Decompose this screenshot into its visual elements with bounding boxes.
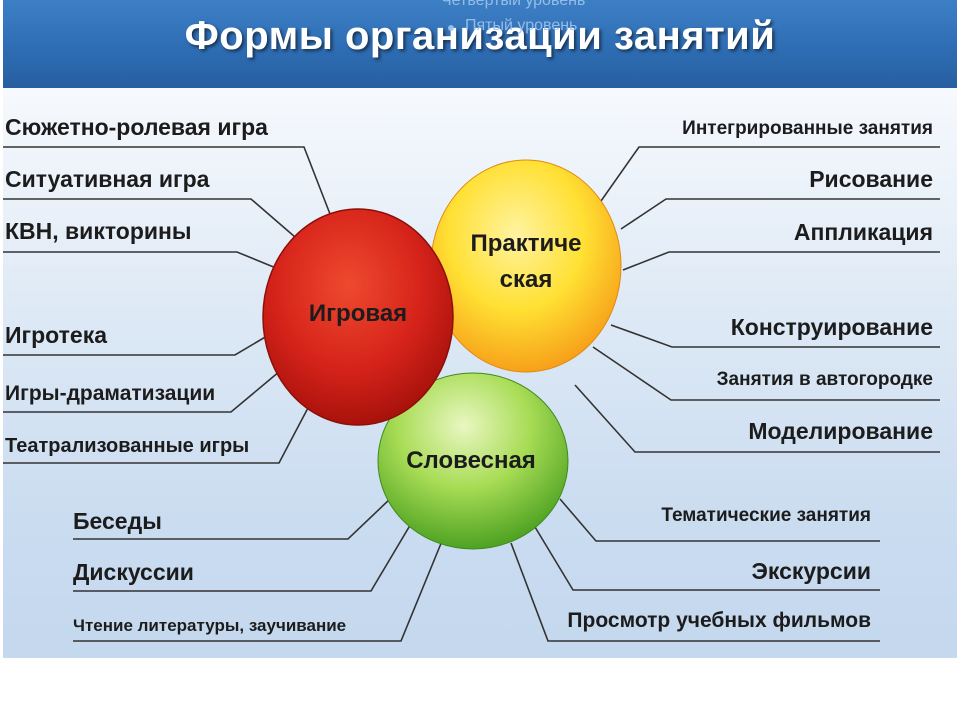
left-item: Театрализованные игры bbox=[5, 435, 250, 457]
circle-verbal bbox=[377, 372, 569, 550]
circle-game bbox=[262, 208, 454, 426]
slide: Формы организации занятий bbox=[3, 0, 957, 658]
connector-line bbox=[3, 335, 268, 356]
connector-line bbox=[73, 540, 443, 642]
bottom-right-item: Просмотр учебных фильмов bbox=[567, 609, 871, 632]
circle-label-verbal: Словесная bbox=[406, 447, 536, 474]
connector-line bbox=[3, 405, 310, 464]
right-item: Занятия в автогородке bbox=[716, 369, 933, 390]
connector-line bbox=[3, 365, 287, 413]
placeholder-text-level-5: Пятый уровень bbox=[465, 17, 578, 34]
connector-line bbox=[73, 497, 392, 540]
right-item: Интегрированные занятия bbox=[682, 118, 933, 139]
connector-line bbox=[622, 251, 940, 271]
connector-line bbox=[620, 198, 940, 230]
connector-line bbox=[3, 251, 277, 269]
bottom-left-item: Беседы bbox=[73, 508, 162, 534]
left-item: Игротека bbox=[5, 322, 107, 348]
connector-line bbox=[3, 198, 296, 238]
left-item: КВН, викторины bbox=[5, 218, 192, 244]
connector-line bbox=[600, 146, 940, 202]
connector-line bbox=[610, 324, 940, 348]
right-item: Моделирование bbox=[748, 418, 933, 444]
connector-line bbox=[574, 384, 940, 453]
right-item: Рисование bbox=[809, 166, 933, 192]
bottom-right-item: Тематические занятия bbox=[661, 505, 871, 526]
left-item: Ситуативная игра bbox=[5, 166, 210, 192]
circle-label-practical: Практиче ская bbox=[470, 230, 582, 293]
connector-line bbox=[534, 526, 880, 591]
connector-line bbox=[592, 346, 940, 401]
right-item: Аппликация bbox=[793, 219, 933, 245]
right-item: Конструирование bbox=[730, 314, 933, 340]
connector-line bbox=[73, 521, 413, 592]
left-item: Сюжетно-ролевая игра bbox=[5, 114, 268, 140]
title-bar: Формы организации занятий bbox=[3, 0, 957, 88]
placeholder-text-level-4: Четвертый уровень bbox=[441, 0, 586, 9]
connector-line bbox=[510, 542, 880, 642]
circle-label-game: Игровая bbox=[308, 300, 408, 327]
diagram-canvas bbox=[3, 146, 940, 642]
bullet-icon bbox=[448, 25, 454, 31]
slide-title: Формы организации занятий bbox=[184, 14, 776, 58]
bottom-left-item: Дискуссии bbox=[73, 559, 194, 585]
bottom-left-item: Чтение литературы, заучивание bbox=[73, 616, 347, 635]
left-item: Игры-драматизации bbox=[5, 382, 216, 405]
bottom-right-item: Экскурсии bbox=[751, 558, 871, 584]
connector-line bbox=[3, 146, 331, 215]
connector-line bbox=[559, 498, 880, 542]
